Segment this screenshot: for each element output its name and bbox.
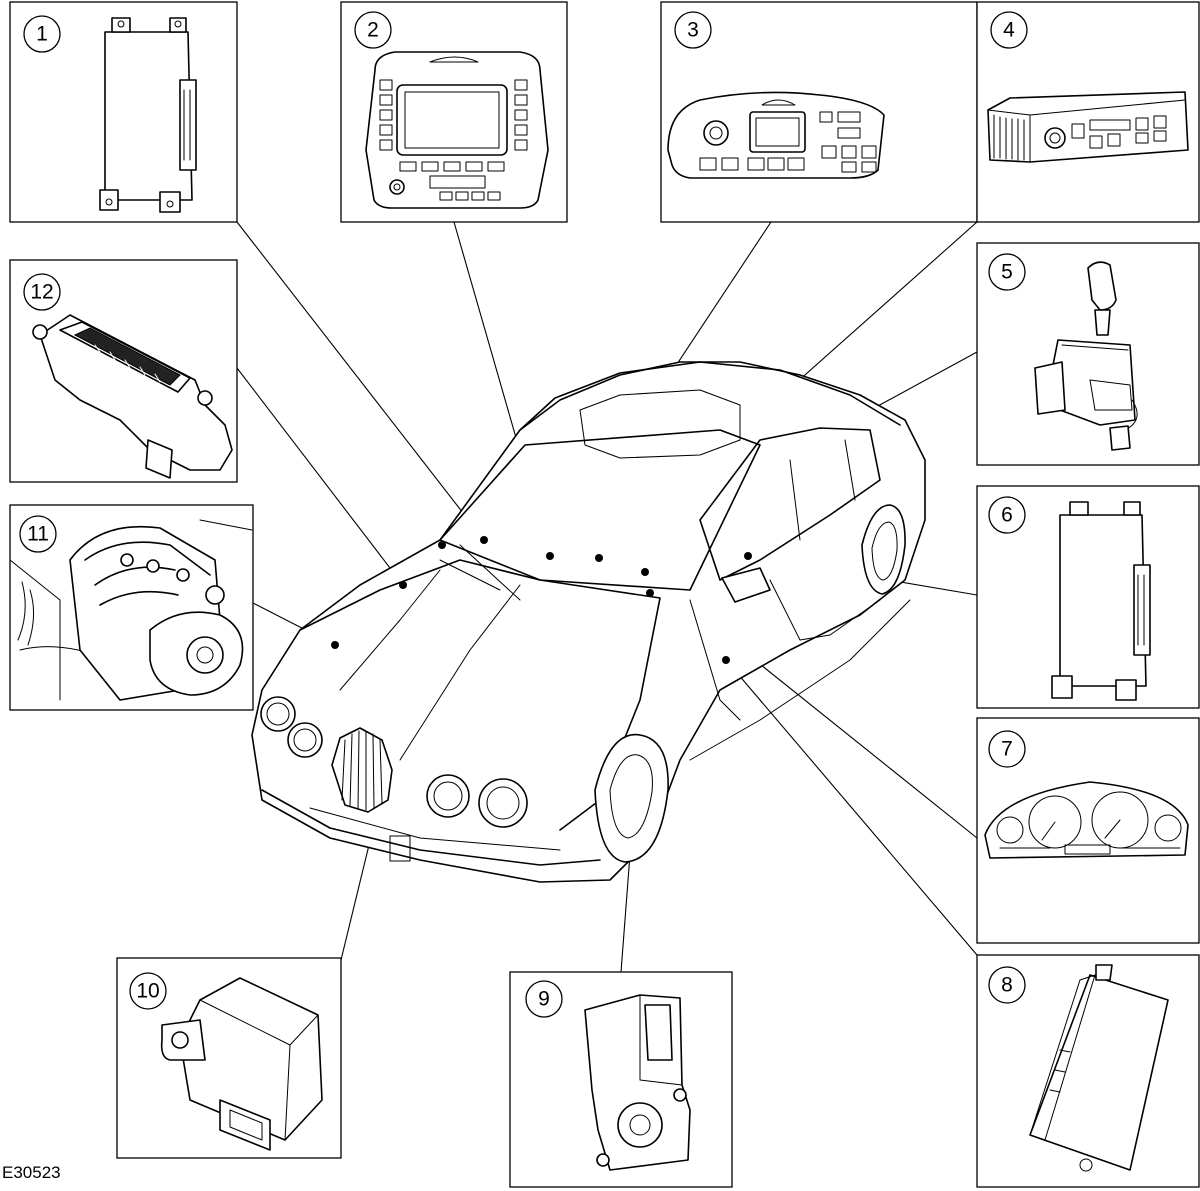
car-sunroof: [579, 389, 741, 459]
leader-12: [236, 367, 404, 586]
panel-7: 7: [976, 717, 1200, 944]
instrument-cluster-icon: [984, 781, 1189, 859]
headlamp-inner-right: [426, 774, 470, 818]
car-number-plate: [389, 835, 411, 862]
leader-8: [725, 659, 978, 956]
panel-2: 2: [340, 1, 568, 223]
panel-3: 3: [660, 1, 978, 223]
car-sill: [689, 599, 911, 761]
panel-4: 4: [976, 1, 1200, 223]
abs-modulator-icon: [9, 519, 253, 701]
audio-control-panel-icon: [667, 91, 885, 179]
figure-id: E30523: [2, 1163, 61, 1182]
panel-5: 5: [976, 242, 1200, 466]
callout-number-10: 10: [136, 980, 159, 1003]
car-bonnet-crease-2: [399, 584, 521, 761]
location-dot: [722, 656, 730, 664]
callout-number-6: 6: [1001, 504, 1013, 527]
panel-11: 11: [9, 504, 254, 711]
callout-number-3: 3: [687, 19, 699, 42]
audio-buttons-bottom: [399, 161, 505, 201]
audio-buttons-left: [379, 79, 393, 151]
car-side-windows: [699, 427, 881, 581]
car-door-rear: [769, 579, 881, 641]
car-grille: [331, 727, 393, 813]
relay-module-icon: [160, 977, 323, 1151]
callout-number-1: 1: [36, 23, 48, 46]
location-dot: [595, 554, 603, 562]
location-dot: [399, 581, 407, 589]
headlamp-outer-left: [260, 696, 296, 732]
car-bonnet-crease: [339, 569, 441, 691]
car-door-front: [689, 599, 741, 721]
car-b-pillar: [789, 459, 801, 541]
control-module-icon: [1051, 501, 1151, 701]
audio-head-unit-icon: [365, 51, 549, 209]
vehicle-illustration: [251, 361, 926, 883]
panel-8: 8: [976, 954, 1200, 1188]
car-mirror: [721, 567, 771, 603]
car-front-bumper: [261, 789, 601, 866]
car-body-outline: [251, 361, 926, 883]
headlamp-outer-right: [478, 778, 528, 828]
grille-bars: [341, 730, 383, 811]
gear-selector-icon: [1034, 261, 1138, 451]
car-roof: [519, 361, 901, 431]
climate-control-unit-icon: [987, 91, 1189, 163]
climate-buttons-grid: [699, 111, 877, 173]
control-module-icon: [99, 17, 197, 213]
callout-number-11: 11: [27, 523, 49, 546]
callout-number-8: 8: [1001, 974, 1013, 997]
actuator-motor-icon: [584, 994, 691, 1171]
callout-number-7: 7: [1001, 738, 1013, 761]
engine-control-module-icon: [32, 314, 233, 479]
location-dot: [641, 568, 649, 576]
panel-6: 6: [976, 485, 1200, 709]
control-module-icon: [1029, 964, 1169, 1172]
panel-9: 9: [509, 971, 733, 1188]
unit-fins: [993, 114, 1025, 161]
callout-number-5: 5: [1001, 261, 1013, 284]
location-dot: [331, 641, 339, 649]
location-dot: [438, 541, 446, 549]
location-dot: [744, 552, 752, 560]
car-bumper-slot: [309, 807, 561, 851]
location-dot: [646, 589, 654, 597]
callout-number-4: 4: [1003, 19, 1015, 42]
panel-12: 12: [9, 259, 238, 483]
location-dot: [480, 536, 488, 544]
module-location-dots: [331, 536, 752, 664]
panel-10: 10: [116, 957, 342, 1159]
headlamp-inner-left: [287, 722, 323, 758]
location-dot: [546, 552, 554, 560]
callout-number-9: 9: [538, 988, 550, 1011]
callout-number-2: 2: [367, 19, 379, 42]
callout-number-12: 12: [30, 281, 53, 304]
connector-pins: [94, 344, 161, 383]
car-c-pillar: [844, 439, 856, 501]
car-wiper: [439, 559, 501, 591]
audio-buttons-right: [514, 79, 528, 151]
tachometer-dial: [1028, 795, 1082, 849]
leader-1: [236, 221, 485, 541]
panel-1: 1: [9, 1, 238, 223]
